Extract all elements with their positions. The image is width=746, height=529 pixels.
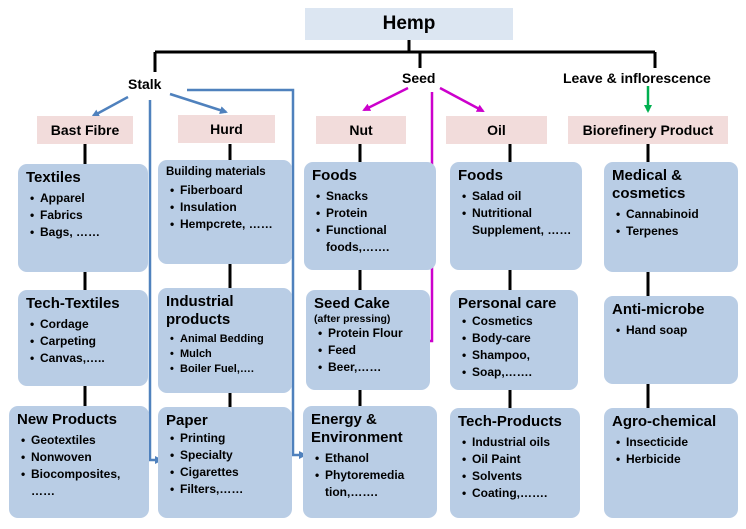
card-title: Seed Cake <box>314 295 390 312</box>
card-title: Textiles <box>26 169 81 186</box>
card-title: New Products <box>17 411 118 428</box>
card-new-products: New Products Geotextiles Nonwoven Biocom… <box>9 406 149 518</box>
list-item: Geotextiles <box>17 432 143 449</box>
list-item: Coating,……. <box>458 485 574 502</box>
list-item: Insulation <box>166 199 286 216</box>
list-item: Insecticide <box>612 434 732 451</box>
column-connectors <box>83 144 650 410</box>
card-tech-products: Tech-Products Industrial oils Oil Paint … <box>450 408 580 518</box>
card-title: Agro-chemical <box>612 413 717 430</box>
hierarchy-bracket <box>153 40 657 72</box>
list-item: Cannabinoid <box>612 206 732 223</box>
list-item: Boiler Fuel,…. <box>166 362 286 377</box>
list-item: Ethanol <box>311 450 431 467</box>
card-title: Foods <box>312 167 357 184</box>
card-seed-cake: Seed Cake (after pressing) Protein Flour… <box>306 290 430 390</box>
branch-seed: Seed <box>402 70 436 86</box>
card-nut-foods: Foods Snacks Protein Functional foods,……… <box>304 162 436 270</box>
card-title: Tech-Textiles <box>26 295 120 312</box>
card-personal-care: Personal care Cosmetics Body-care Shampo… <box>450 290 578 390</box>
card-title: Foods <box>458 167 503 184</box>
list-item: Printing <box>166 430 286 447</box>
card-building-materials: Building materials Fiberboard Insulation… <box>158 160 292 264</box>
list-item: Oil Paint <box>458 451 574 468</box>
card-title: Building materials <box>166 166 266 178</box>
list-item: Mulch <box>166 347 286 362</box>
hemp-title: Hemp <box>305 8 513 40</box>
card-title: Industrial products <box>166 293 234 328</box>
list-item: Body-care <box>458 330 572 347</box>
card-title: Personal care <box>458 295 557 312</box>
card-anti-microbe: Anti-microbe Hand soap <box>604 296 738 384</box>
card-title: Paper <box>166 412 208 429</box>
list-item: Fiberboard <box>166 182 286 199</box>
card-title: Tech-Products <box>458 413 562 430</box>
card-title: Energy & Environment <box>311 411 403 446</box>
list-item: Cigarettes <box>166 464 286 481</box>
branch-leaf-inflorescence: Leave & inflorescence <box>563 70 711 86</box>
list-item: Canvas,….. <box>26 350 142 367</box>
list-item: Nutritional Supplement, …… <box>458 205 576 239</box>
list-item: Soap,……. <box>458 364 572 381</box>
card-title: Anti-microbe <box>612 301 705 318</box>
list-item: Animal Bedding <box>166 332 286 347</box>
card-agro-chemical: Agro-chemical Insecticide Herbicide <box>604 408 738 518</box>
list-item: Cosmetics <box>458 313 572 330</box>
card-energy-environment: Energy & Environment Ethanol Phytoremedi… <box>303 406 437 518</box>
list-item: Feed <box>314 342 424 359</box>
category-biorefinery-product: Biorefinery Product <box>568 116 728 144</box>
card-industrial-products: Industrial products Animal Bedding Mulch… <box>158 288 292 393</box>
list-item: Protein <box>312 205 430 222</box>
list-item: Specialty <box>166 447 286 464</box>
list-item: Hand soap <box>612 322 732 339</box>
list-item: Solvents <box>458 468 574 485</box>
category-oil: Oil <box>446 116 547 144</box>
list-item: Functional foods,……. <box>312 222 430 256</box>
card-tech-textiles: Tech-Textiles Cordage Carpeting Canvas,…… <box>18 290 148 386</box>
list-item: Hempcrete, …… <box>166 216 286 233</box>
list-item: Nonwoven <box>17 449 143 466</box>
stalk-arrows <box>91 88 307 464</box>
category-hurd: Hurd <box>178 115 275 143</box>
list-item: Herbicide <box>612 451 732 468</box>
list-item: Biocomposites, …… <box>17 466 143 500</box>
list-item: Industrial oils <box>458 434 574 451</box>
card-textiles: Textiles Apparel Fabrics Bags, …… <box>18 164 148 272</box>
list-item: Filters,…… <box>166 481 286 498</box>
branch-stalk: Stalk <box>128 76 162 92</box>
card-oil-foods: Foods Salad oil Nutritional Supplement, … <box>450 162 582 270</box>
card-title: Medical & cosmetics <box>612 167 686 202</box>
list-item: Carpeting <box>26 333 142 350</box>
card-medical-cosmetics: Medical & cosmetics Cannabinoid Terpenes <box>604 162 738 272</box>
category-bast-fibre: Bast Fibre <box>37 116 133 144</box>
list-item: Beer,…… <box>314 359 424 376</box>
card-paper: Paper Printing Specialty Cigarettes Filt… <box>158 407 292 518</box>
list-item: Snacks <box>312 188 430 205</box>
card-subtitle: (after pressing) <box>314 313 391 325</box>
list-item: Bags, …… <box>26 224 142 241</box>
list-item: Fabrics <box>26 207 142 224</box>
category-nut: Nut <box>316 116 406 144</box>
list-item: Protein Flour <box>314 325 424 342</box>
list-item: Cordage <box>26 316 142 333</box>
list-item: Shampoo, <box>458 347 572 364</box>
list-item: Phytoremedia tion,……. <box>311 467 431 501</box>
list-item: Apparel <box>26 190 142 207</box>
list-item: Salad oil <box>458 188 576 205</box>
list-item: Terpenes <box>612 223 732 240</box>
